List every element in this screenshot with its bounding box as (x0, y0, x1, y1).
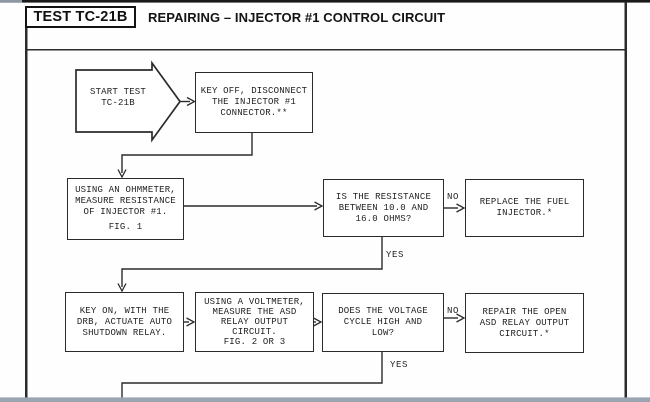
step-line: SHUTDOWN RELAY. (82, 327, 167, 338)
arrowhead-into-keyoff (186, 96, 196, 107)
arrowhead-into-ohmmeter (117, 169, 127, 179)
connector-lines (121, 100, 458, 400)
connector-keyoff-to-ohmmeter (121, 133, 253, 173)
page-title: REPAIRING – INJECTOR #1 CONTROL CIRCUIT (148, 10, 446, 25)
test-id-label: TEST TC-21B (33, 9, 128, 25)
flow-step-key-off-disconnect: KEY OFF, DISCONNECT THE INJECTOR #1 CONN… (195, 72, 313, 133)
step-line: RELAY OUTPUT (220, 317, 289, 327)
page-top-edge (0, 0, 650, 3)
arrowhead-into-resistance (314, 201, 324, 211)
step-line: BETWEEN 10.0 AND (338, 202, 429, 213)
flow-step-repair-asd: REPAIR THE OPEN ASD RELAY OUTPUT CIRCUIT… (465, 293, 584, 353)
flow-step-key-on-drb: KEY ON, WITH THE DRB, ACTUATE AUTO SHUTD… (65, 292, 184, 352)
step-line: OF INJECTOR #1. (83, 207, 168, 217)
step-line: THE INJECTOR #1 (211, 97, 296, 107)
step-line: START TEST (89, 87, 146, 97)
branch-label-yes-voltage: YES (390, 360, 409, 370)
page-bottom-band (0, 397, 650, 402)
step-line: INJECTOR.* (496, 208, 553, 218)
flow-step-replace-injector: REPLACE THE FUEL INJECTOR.* (465, 179, 584, 237)
step-line: KEY ON, WITH THE (79, 305, 170, 316)
step-line: MEASURE THE ASD (212, 307, 297, 317)
connector-voltage-yes-offpage (121, 352, 383, 400)
step-line: FIG. 2 OR 3 (223, 337, 286, 347)
step-line: ASD RELAY OUTPUT (479, 317, 570, 328)
step-line: CIRCUIT. (232, 327, 277, 337)
branch-label-yes-resistance: YES (386, 250, 405, 260)
test-id-box: TEST TC-21B (25, 6, 136, 28)
frame-right-border (624, 2, 627, 399)
step-line: MEASURE RESISTANCE (75, 196, 176, 206)
step-line: DOES THE VOLTAGE (338, 306, 428, 316)
step-line: 16.0 OHMS? (355, 213, 412, 224)
start-arrow-shape (75, 60, 182, 143)
branch-label-no-resistance: NO (447, 192, 460, 202)
flow-decision-resistance: IS THE RESISTANCE BETWEEN 10.0 AND 16.0 … (323, 179, 444, 237)
frame-left-border (25, 25, 28, 399)
branch-label-no-voltage: NO (447, 306, 460, 316)
step-line: DRB, ACTUATE AUTO (76, 316, 173, 327)
step-line: USING A VOLTMETER, (204, 297, 305, 307)
arrowhead-into-replace (456, 203, 466, 213)
arrowhead-into-keyon (117, 283, 127, 293)
header-rule (26, 49, 626, 51)
flow-step-measure-ohmmeter: USING AN OHMMETER, MEASURE RESISTANCE OF… (67, 178, 184, 240)
step-line: USING AN OHMMETER, (75, 185, 176, 195)
step-line: FIG. 1 (108, 222, 143, 232)
arrowhead-into-repair (456, 313, 466, 323)
arrowhead-into-voltmeter (186, 317, 196, 327)
connector-resistance-yes (121, 237, 383, 287)
step-line: TC-21B (101, 98, 135, 108)
step-line: REPLACE THE FUEL (479, 197, 570, 207)
flow-step-start: START TEST TC-21B (84, 87, 152, 109)
step-line: CIRCUIT.* (499, 328, 550, 339)
step-line: CONNECTOR.** (220, 108, 288, 118)
step-line: KEY OFF, DISCONNECT (200, 86, 308, 96)
flow-decision-voltage-cycle: DOES THE VOLTAGE CYCLE HIGH AND LOW? (322, 293, 444, 352)
flow-step-measure-voltmeter: USING A VOLTMETER, MEASURE THE ASD RELAY… (195, 292, 314, 352)
step-line: LOW? (371, 328, 395, 338)
step-line: IS THE RESISTANCE (335, 191, 432, 202)
arrowhead-into-voltage (313, 317, 323, 327)
step-line: REPAIR THE OPEN (482, 306, 567, 317)
page-top-edge-gray-notch (0, 0, 22, 3)
arrowheads (117, 96, 466, 327)
step-line: CYCLE HIGH AND (343, 317, 423, 327)
